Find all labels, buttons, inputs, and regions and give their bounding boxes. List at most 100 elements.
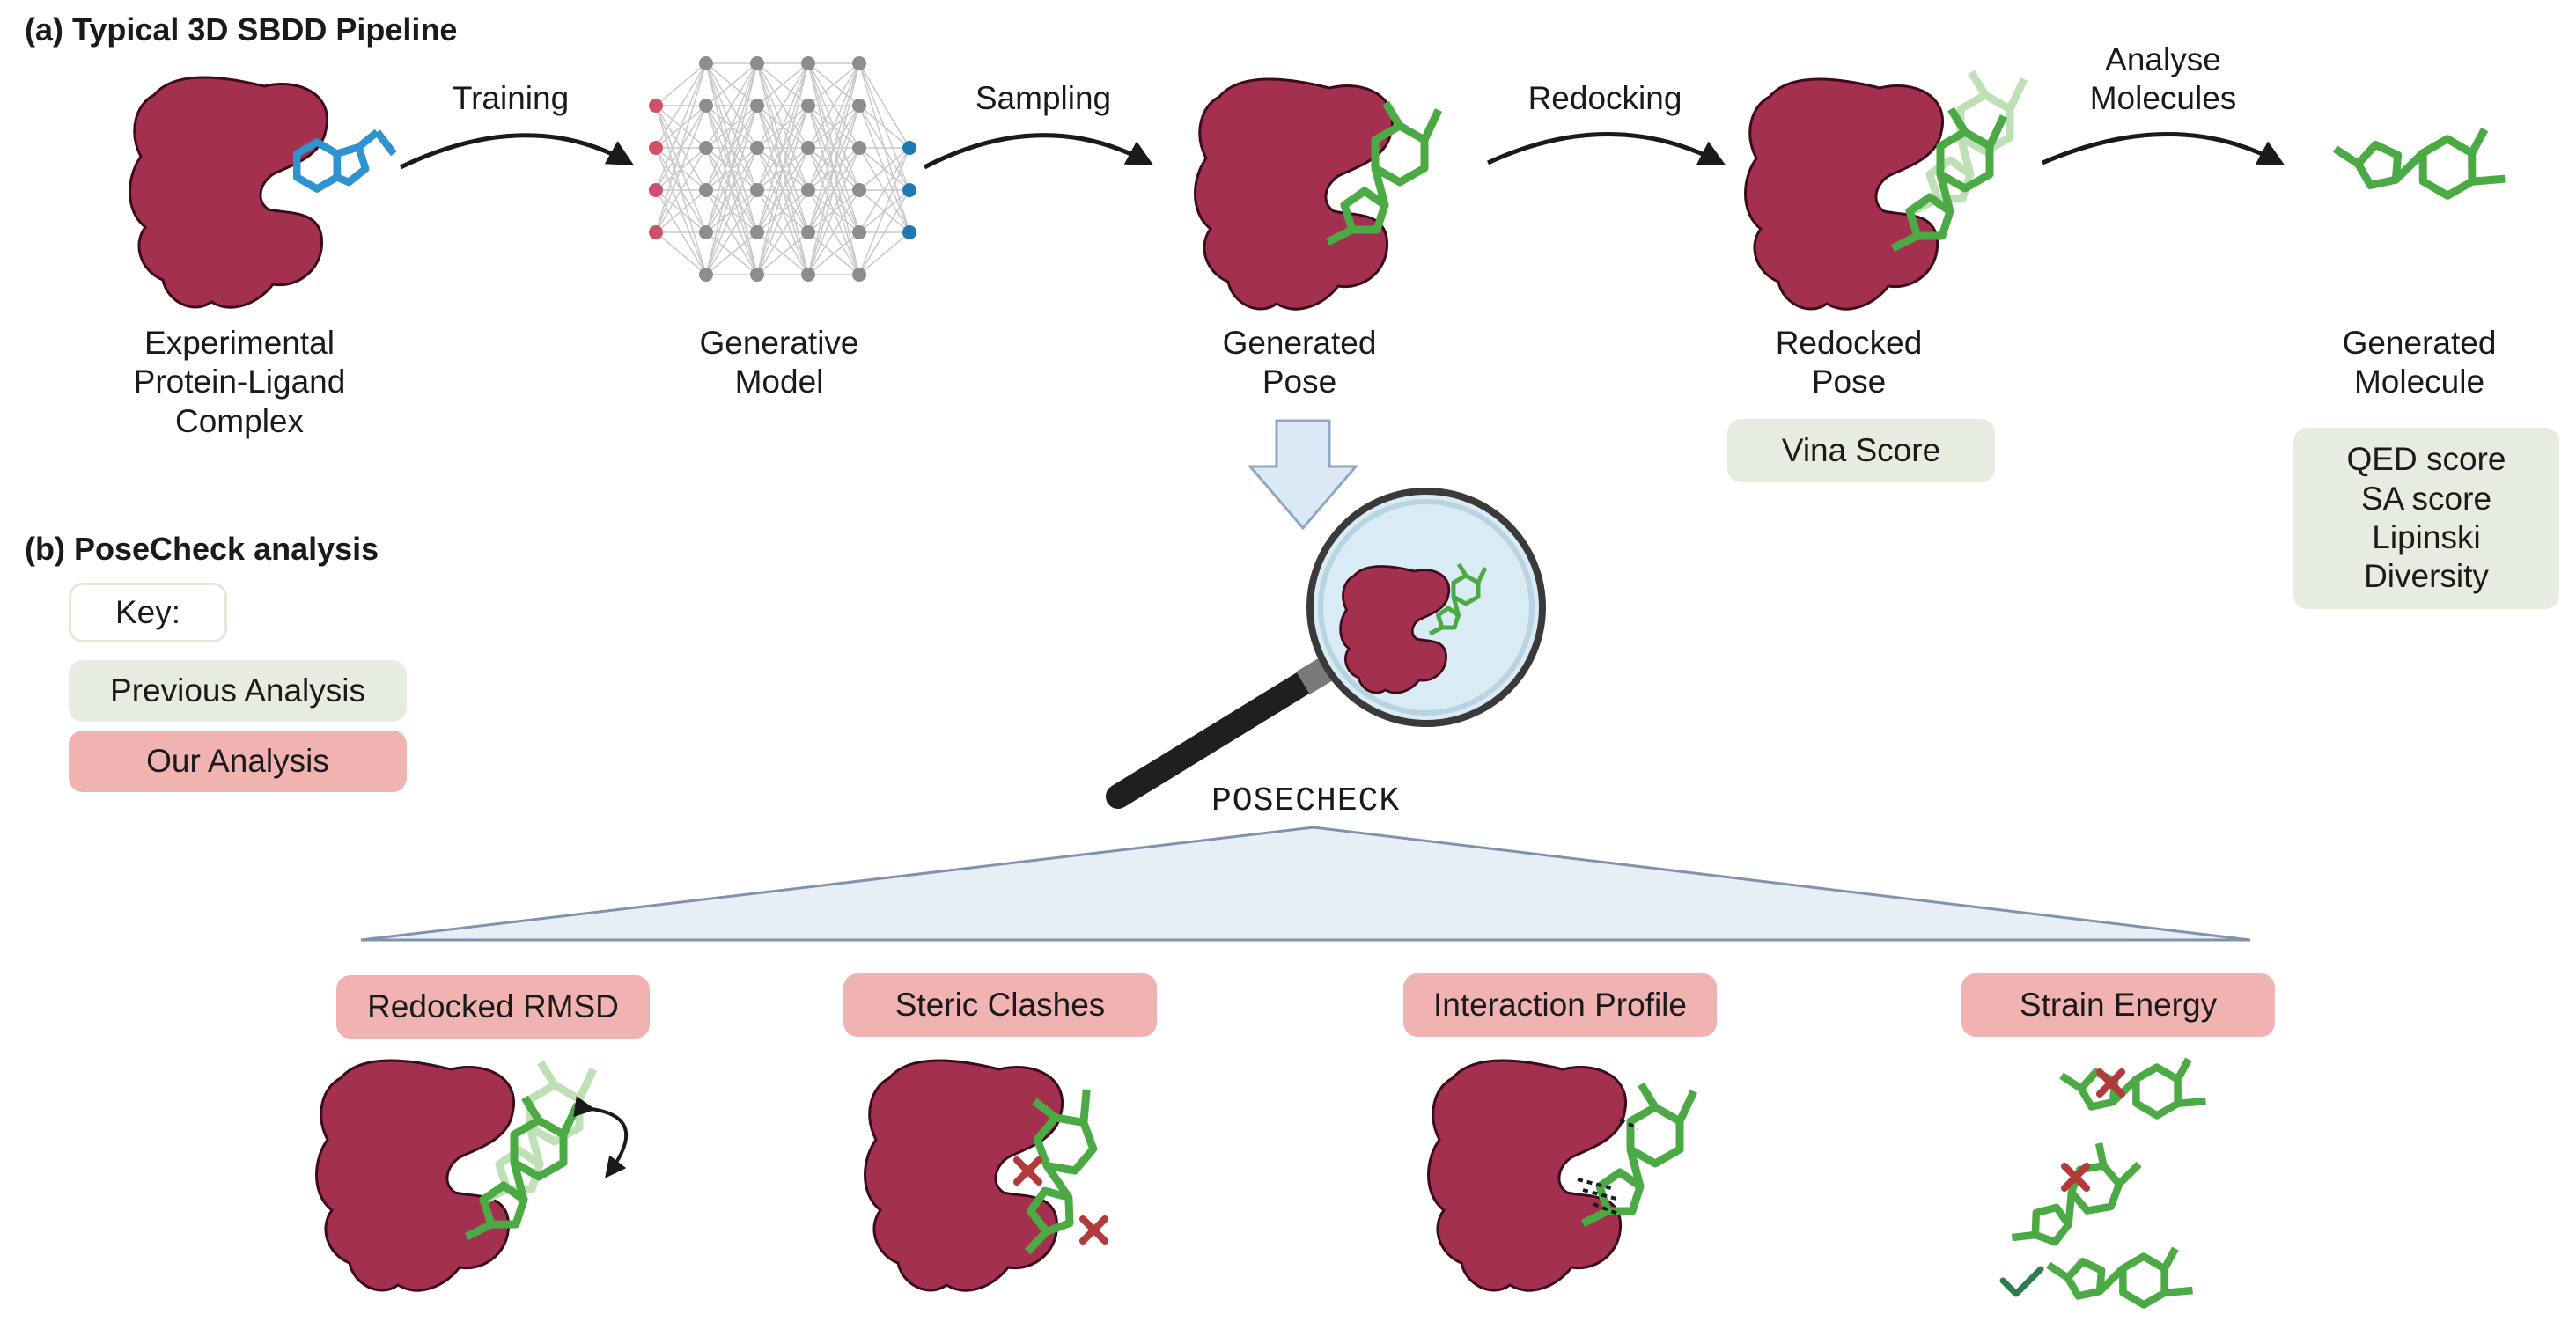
net-node: [852, 56, 866, 70]
net-edge: [807, 62, 860, 149]
sampling-label: Sampling: [975, 80, 1112, 116]
net-node: [852, 141, 866, 155]
key-previous-box: Previous Analysis: [69, 660, 407, 722]
net-node: [750, 56, 764, 70]
net-node: [801, 141, 815, 155]
net-edge: [705, 189, 758, 275]
redocking-label: Redocking: [1527, 80, 1682, 116]
key-ours-box: Our Analysis: [69, 731, 407, 792]
net-node: [699, 183, 713, 197]
net-edge: [807, 62, 860, 106]
rmsd-rotate-arrow-icon: [573, 1096, 629, 1178]
strain-cross-icon: [2061, 1068, 2125, 1192]
net-node: [649, 99, 663, 113]
net-node: [699, 268, 713, 282]
net-node: [699, 141, 713, 155]
net-node: [699, 56, 713, 70]
net-edge: [858, 105, 910, 149]
analyse-arrow: [2042, 132, 2285, 165]
analysis-steric-clashes-box: Steric Clashes: [843, 973, 1157, 1037]
interaction-bonds-icon: [1577, 1118, 1638, 1216]
down-arrow-icon: [1247, 419, 1359, 531]
analysis-interaction-profile-box: Interaction Profile: [1403, 973, 1717, 1037]
net-edge: [705, 62, 758, 149]
net-edge: [858, 147, 910, 191]
analysis-strain-energy-box: Strain Energy: [1961, 973, 2275, 1037]
analysis-fan: [360, 826, 2251, 942]
net-node: [750, 225, 764, 239]
ligand-blue-icon: [292, 128, 397, 193]
ligand-strain-2-icon: [2012, 1127, 2141, 1270]
posecheck-label: POSECHECK: [1211, 782, 1401, 820]
clash-cross-icon: [1013, 1156, 1108, 1245]
net-node: [801, 225, 815, 239]
redocking-arrow: [1486, 132, 1726, 165]
net-edge: [807, 147, 860, 275]
sampling-arrow: [923, 133, 1154, 170]
protein-interaction-icon: [1427, 1059, 1628, 1292]
net-edge: [756, 105, 809, 275]
net-node: [801, 183, 815, 197]
ligand-molecule-icon: [2335, 79, 2511, 245]
net-edge: [655, 231, 707, 275]
magnifier-icon: [1106, 488, 1546, 809]
net-edge: [655, 189, 707, 233]
section-a-title: (a) Typical 3D SBDD Pipeline: [25, 11, 458, 48]
generative-model-icon: [649, 56, 916, 282]
net-edge: [807, 105, 860, 275]
net-edge: [655, 105, 707, 233]
net-node: [750, 99, 764, 113]
net-node: [902, 225, 916, 239]
net-node: [750, 183, 764, 197]
net-node: [649, 225, 663, 239]
net-node: [649, 141, 663, 155]
net-edge: [705, 105, 758, 275]
net-edge: [756, 62, 809, 191]
net-edge: [705, 62, 758, 275]
protein-experimental-icon: [129, 76, 329, 309]
net-node: [750, 141, 764, 155]
net-node: [852, 268, 866, 282]
net-edge: [705, 147, 758, 275]
net-edge: [807, 62, 860, 191]
strain-check-icon: [1999, 1266, 2044, 1297]
net-node: [750, 268, 764, 282]
net-node: [852, 99, 866, 113]
ligand-strain-1-icon: [2062, 1017, 2212, 1157]
net-edge: [655, 62, 707, 191]
net-edge: [756, 189, 809, 275]
net-edge: [858, 62, 910, 149]
net-edge: [858, 147, 910, 233]
protein-redocked-icon: [1744, 77, 1945, 311]
analysis-redocked-rmsd-box: Redocked RMSD: [336, 975, 650, 1039]
net-edge: [655, 147, 707, 233]
net-edge: [858, 147, 910, 275]
net-node: [649, 183, 663, 197]
net-edge: [655, 62, 707, 233]
net-edge: [756, 231, 809, 275]
vina-score-box: Vina Score: [1727, 419, 1995, 482]
net-edge: [756, 62, 809, 233]
net-edge: [807, 189, 860, 275]
protein-rmsd-icon: [315, 1059, 516, 1292]
net-edge: [756, 62, 809, 275]
net-edge: [807, 62, 860, 275]
net-edge: [756, 62, 809, 149]
net-edge: [705, 62, 758, 106]
net-edge: [655, 62, 707, 106]
net-node: [801, 268, 815, 282]
net-edge: [655, 62, 707, 149]
net-node: [801, 56, 815, 70]
training-arrow: [399, 133, 635, 170]
net-edge: [756, 62, 809, 106]
net-node: [852, 225, 866, 239]
net-node: [852, 183, 866, 197]
molecule-metrics-box: QED score SA score Lipinski Diversity: [2293, 428, 2559, 609]
net-edge: [705, 62, 758, 191]
key-title-box: Key:: [69, 583, 227, 642]
